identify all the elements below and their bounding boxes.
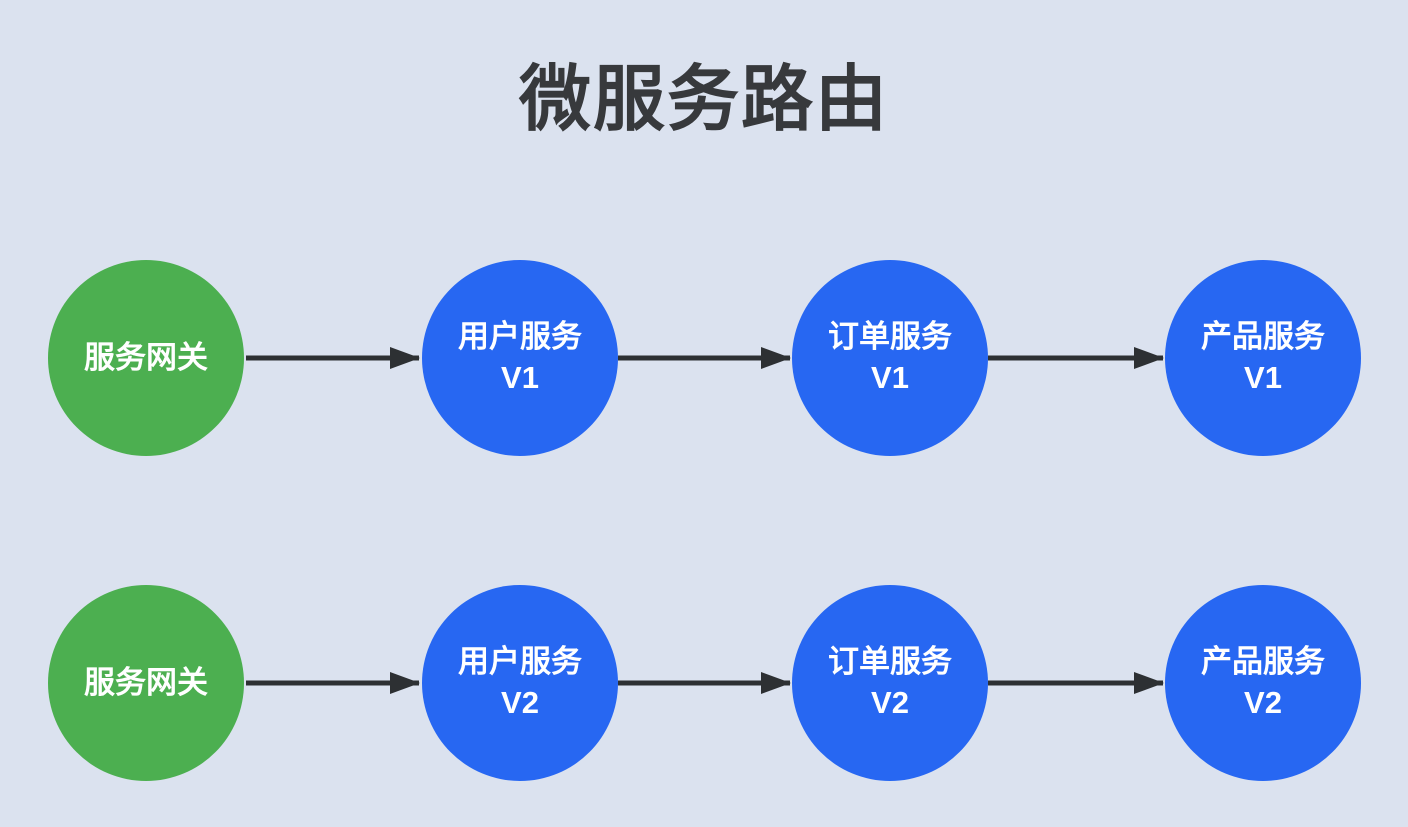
node-label: 服务网关 <box>84 339 208 375</box>
node-sublabel: V2 <box>871 685 909 720</box>
node-product-service-v1[interactable]: 产品服务 V1 <box>1165 260 1361 456</box>
node-user-service-v2[interactable]: 用户服务 V2 <box>422 585 618 781</box>
node-order-service-v2[interactable]: 订单服务 V2 <box>792 585 988 781</box>
node-user-service-v1[interactable]: 用户服务 V1 <box>422 260 618 456</box>
node-sublabel: V2 <box>1244 685 1282 720</box>
node-sublabel: V1 <box>1244 360 1282 395</box>
node-label: 订单服务 <box>828 319 952 355</box>
node-sublabel: V1 <box>501 360 539 395</box>
node-gateway-v1[interactable]: 服务网关 <box>48 260 244 456</box>
node-label: 用户服务 <box>458 319 582 355</box>
node-label: 用户服务 <box>458 644 582 680</box>
node-product-service-v2[interactable]: 产品服务 V2 <box>1165 585 1361 781</box>
node-label: 产品服务 <box>1201 644 1325 680</box>
node-gateway-v2[interactable]: 服务网关 <box>48 585 244 781</box>
node-label: 服务网关 <box>84 664 208 700</box>
node-label: 产品服务 <box>1201 319 1325 355</box>
node-order-service-v1[interactable]: 订单服务 V1 <box>792 260 988 456</box>
diagram-title: 微服务路由 <box>518 60 889 140</box>
node-label: 订单服务 <box>828 644 952 680</box>
node-sublabel: V1 <box>871 360 909 395</box>
node-sublabel: V2 <box>501 685 539 720</box>
